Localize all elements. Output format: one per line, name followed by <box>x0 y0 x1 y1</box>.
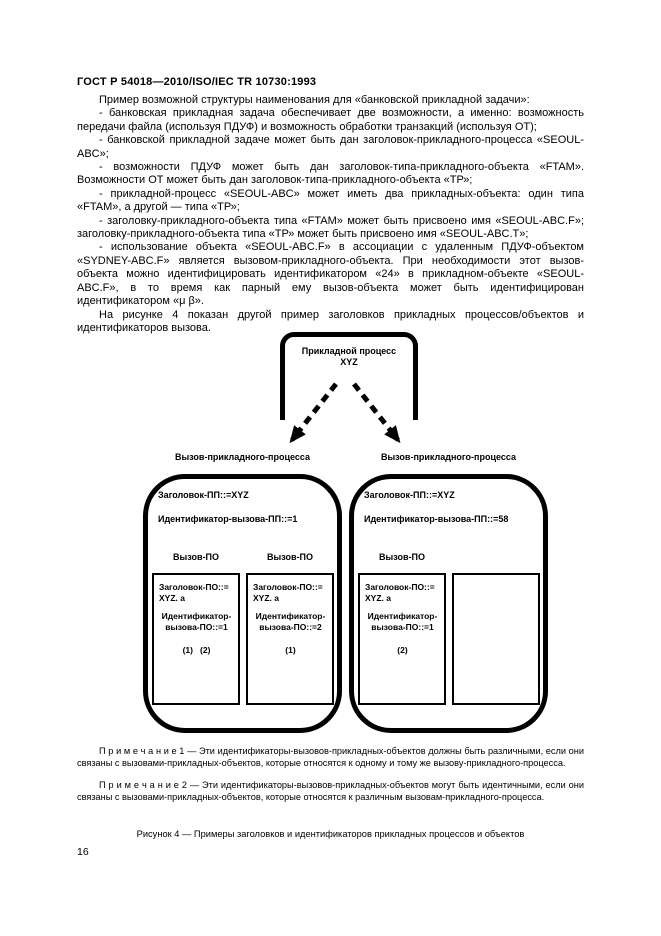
ae-invocation-box: Заголовок-ПО::= XYZ. a Идентификатор-выз… <box>246 573 334 705</box>
ae-title: Заголовок-ПО::= XYZ. a <box>159 582 229 603</box>
right-ap-invocation-label: Вызов-прикладного-процесса <box>380 452 516 462</box>
notes-block: П р и м е ч а н и е 1 — Эти идентификато… <box>77 745 584 812</box>
association-ids: (2) <box>397 645 408 655</box>
list-item: - использование объекта «SEOUL-ABC.F» в … <box>77 241 584 308</box>
dashed-arrow-right-icon <box>352 382 401 444</box>
left-ap-invocation-box: Заголовок-ПП::=XYZ Идентификатор-вызова-… <box>143 474 342 733</box>
list-item: - прикладной-процесс «SEOUL-ABC» может и… <box>77 187 584 214</box>
left-ap-invocation-label: Вызов-прикладного-процесса <box>174 452 310 462</box>
list-item: - банковская прикладная задача обеспечив… <box>77 107 584 133</box>
paragraph-closing: На рисунке 4 показан другой пример загол… <box>77 308 584 334</box>
ae-title: Заголовок-ПО::= XYZ. a <box>365 582 435 603</box>
application-process-box: Прикладной процесс XYZ <box>280 332 418 420</box>
right-pp-invocation-id: Идентификатор-вызова-ПП::=58 <box>364 514 509 524</box>
note-1: П р и м е ч а н и е 1 — Эти идентификато… <box>77 746 584 769</box>
left-pp-title: Заголовок-ПП::=XYZ <box>158 490 249 500</box>
ae-invocation-box: Заголовок-ПО::= XYZ. a Идентификатор-выз… <box>152 573 240 705</box>
note-2: П р и м е ч а н и е 2 — Эти идентификато… <box>77 779 584 802</box>
ae-invocation-id: Идентификатор-вызова-ПО::=1 <box>161 611 232 632</box>
ae-title: Заголовок-ПО::= XYZ. a <box>253 582 323 603</box>
process-box-title-line1: Прикладной процесс <box>301 346 397 356</box>
left-ae-invocation-label-2: Вызов-ПО <box>267 552 313 562</box>
list-item: - банковской прикладной задаче может быт… <box>77 134 584 160</box>
paragraph-intro: Пример возможной структуры наименования … <box>99 94 530 106</box>
left-ae-invocation-label-1: Вызов-ПО <box>173 552 219 562</box>
dashed-arrow-left-icon <box>289 382 338 444</box>
association-ids: (1) (2) <box>182 645 211 655</box>
left-pp-invocation-id: Идентификатор-вызова-ПП::=1 <box>158 514 298 524</box>
list-item: - заголовку-прикладного-объекта типа «FT… <box>77 214 584 241</box>
ae-invocation-id: Идентификатор-вызова-ПО::=2 <box>255 611 326 632</box>
dashed-arrows-icon <box>289 382 401 444</box>
document-header: ГОСТ Р 54018—2010/ISO/IEC TR 10730:1993 <box>77 76 317 88</box>
ae-invocation-id: Идентификатор-вызова-ПО::=1 <box>367 611 438 632</box>
ae-invocation-box-empty <box>452 573 540 705</box>
right-ap-invocation-box: Заголовок-ПП::=XYZ Идентификатор-вызова-… <box>349 474 548 733</box>
ae-invocation-box: Заголовок-ПО::= XYZ. a Идентификатор-выз… <box>358 573 446 705</box>
page-number: 16 <box>77 846 89 858</box>
body-text: Пример возможной структуры наименования … <box>77 94 584 335</box>
list-item: - возможности ПДУФ может быть дан заголо… <box>77 161 584 187</box>
process-box-title-line2: XYZ <box>340 357 358 367</box>
right-ae-invocation-label-1: Вызов-ПО <box>379 552 425 562</box>
association-ids: (1) <box>285 645 296 655</box>
right-pp-title: Заголовок-ПП::=XYZ <box>364 490 455 500</box>
figure-caption: Рисунок 4 — Примеры заголовков и идентиф… <box>136 829 525 839</box>
